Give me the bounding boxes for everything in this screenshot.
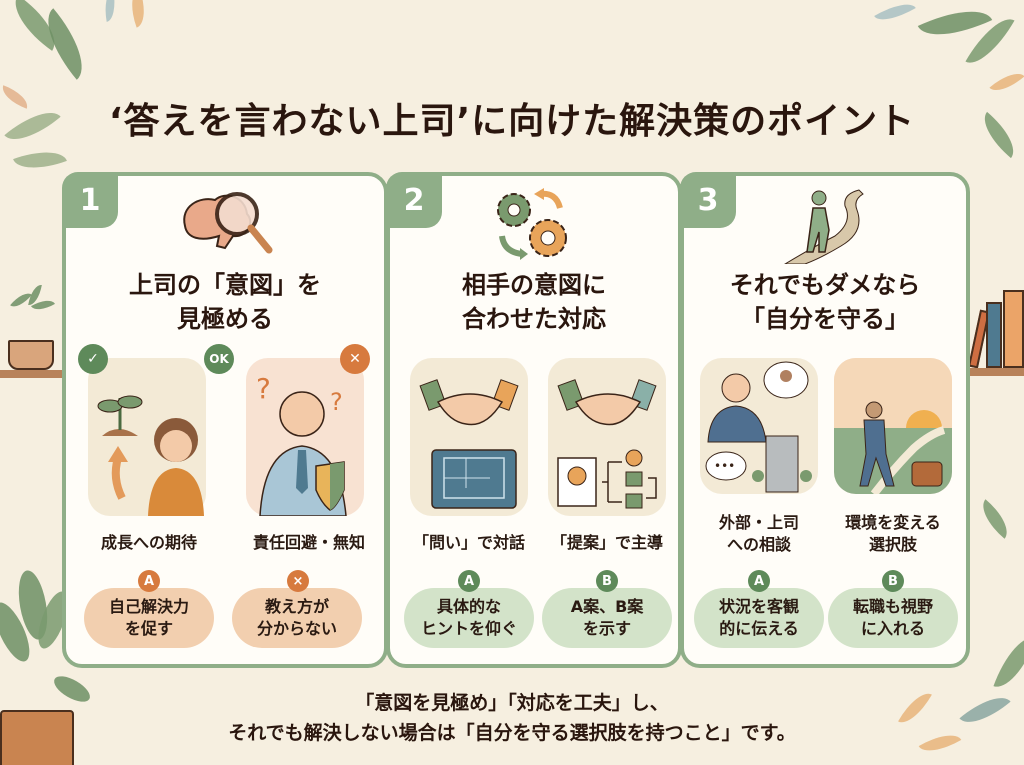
illustration-handshake-idea-flow <box>548 358 666 516</box>
option-pill: 具体的な ヒントを仰ぐ <box>404 588 534 648</box>
check-icon: ✓ <box>78 344 108 374</box>
page-title: ‘答えを言わない上司’に向けた解決策のポイント <box>108 101 916 142</box>
point-card-3: 3 それでもダメなら 「自分を守る」 ••• <box>680 172 970 668</box>
svg-text:?: ? <box>330 388 343 416</box>
option-letter-badge: B <box>596 570 618 592</box>
column-label: 環境を変える 選択肢 <box>845 513 941 554</box>
svg-text:•••: ••• <box>714 459 735 473</box>
column-label: 外部・上司 への相談 <box>718 513 799 554</box>
option-letter-badge: A <box>748 570 770 592</box>
brain-magnifier-icon <box>175 186 275 264</box>
walking-path-icon <box>775 186 875 264</box>
column-label: 「提案」で主導 <box>550 533 663 552</box>
option-letter-badge: B <box>882 570 904 592</box>
card-number-badge: 3 <box>680 172 736 228</box>
column-label: 責任回避・無知 <box>252 533 365 552</box>
ok-badge: OK <box>204 344 234 374</box>
card-number-badge: 2 <box>386 172 442 228</box>
summary-footer: 「意図を見極め」「対応を工夫」し、 それでも解決しない場合は「自分を守る選択肢を… <box>228 692 796 744</box>
illustration-handshake-blueprint <box>410 358 528 516</box>
option-letter-badge: A <box>458 570 480 592</box>
column-label: 「問い」で対話 <box>412 533 525 552</box>
x-icon: ✕ <box>340 344 370 374</box>
plant-shelf-left <box>0 280 62 380</box>
potted-plant-bottom-left <box>0 560 94 765</box>
point-card-1: 1 上司の「意図」を 見極める ✓ OK ? ? <box>62 172 388 668</box>
option-pill: 教え方が 分からない <box>232 588 362 648</box>
option-pill: A案、B案 を示す <box>542 588 672 648</box>
option-pill: 転職も視野 に入れる <box>828 588 958 648</box>
option-letter-badge: × <box>287 570 309 592</box>
illustration-walking-to-sunrise <box>834 358 952 494</box>
option-pill: 自己解決力 を促す <box>84 588 214 648</box>
card-heading: それでもダメなら 「自分を守る」 <box>729 271 921 333</box>
point-card-2: 2 相手の意図に 合わせた対応 <box>386 172 682 668</box>
illustration-consulting-businessman: ••• <box>700 358 818 494</box>
gears-cycle-icon <box>484 186 584 264</box>
card-heading: 相手の意図に 合わせた対応 <box>462 271 606 333</box>
card-number-badge: 1 <box>62 172 118 228</box>
illustration-confused-man-shield: ? ? <box>246 358 364 516</box>
card-heading: 上司の「意図」を 見極める <box>129 271 321 333</box>
illustration-plant-woman <box>88 358 206 516</box>
bookshelf-right <box>968 280 1024 380</box>
option-pill: 状況を客観 的に伝える <box>694 588 824 648</box>
svg-text:?: ? <box>256 372 271 405</box>
column-label: 成長への期待 <box>100 533 197 552</box>
option-letter-badge: A <box>138 570 160 592</box>
